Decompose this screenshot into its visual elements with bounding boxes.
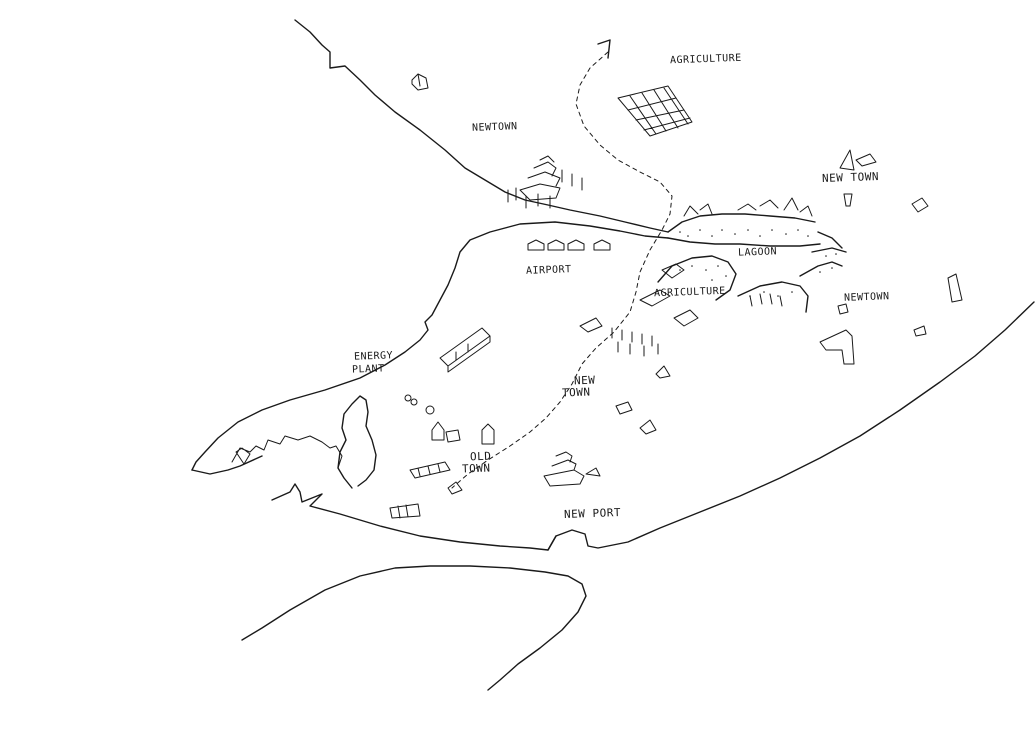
label-new-town-center-line2: TOWN [561,385,591,400]
dashed-route [451,51,673,489]
new-town-east-buildings [819,149,963,365]
label-agriculture-north: AGRICULTURE [669,52,742,67]
label-new-town-east: NEW TOWN [821,170,880,185]
old-town-buildings [389,394,495,519]
label-newtown-east-lower: NEWTOWN [843,291,890,304]
label-agriculture-center: AGRICULTURE [653,285,726,300]
lagoon-dot-fields [679,229,837,297]
peninsula-west-lobe [191,455,263,475]
energy-plant-outline [231,435,343,469]
new-port-pier [547,535,557,551]
label-airport: AIRPORT [525,264,572,277]
arrow-up-right-icon [597,39,611,59]
label-new-port: NEW PORT [563,506,622,521]
north-coastline [294,19,669,233]
agriculture-center-cluster [579,263,699,357]
label-energy-plant-line2: PLANT [351,363,385,376]
label-newtown-north: NEWTOWN [471,121,518,134]
label-old-town-line2: TOWN [461,461,491,476]
lagoon-north-shore [667,213,816,233]
energy-plant-block [439,327,491,373]
central-cluster [543,451,601,487]
south-coastline [271,301,1035,551]
house-north [411,73,429,91]
airport-terminals [527,239,611,251]
opposite-shore [241,565,587,691]
label-lagoon: LAGOON [737,246,778,259]
inner-inlet [337,395,377,489]
lagoon-north-bank [667,237,821,247]
lagoon-pavilions [683,197,813,307]
newtown-north-buildings [507,155,583,209]
lagoon-east-shore [737,231,847,313]
river-upper-bank [191,221,669,471]
agriculture-grid-north [617,85,693,137]
new-town-center-houses [615,365,671,435]
label-energy-plant-line1: ENERGY [353,350,394,363]
